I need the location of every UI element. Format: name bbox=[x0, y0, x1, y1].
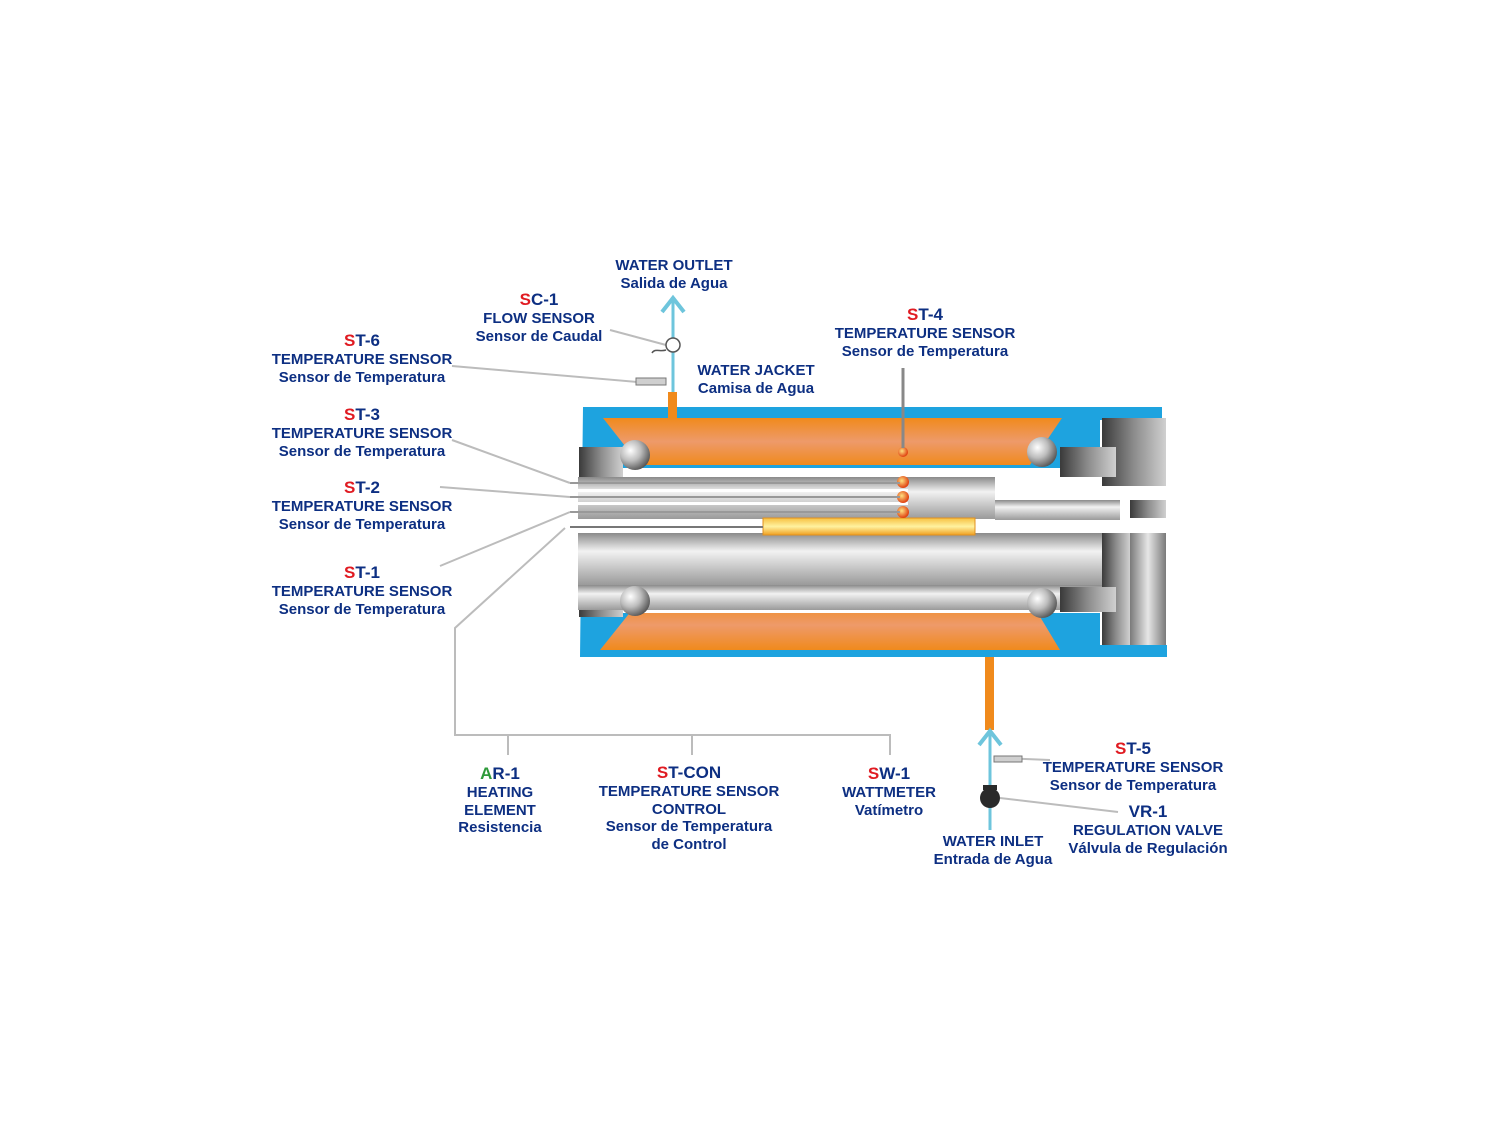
label-water-jacket: WATER JACKET Camisa de Agua bbox=[697, 362, 814, 397]
ar1-title-2: ELEMENT bbox=[464, 801, 536, 819]
right-upper-block bbox=[1060, 447, 1116, 477]
st4-code: ST-4 bbox=[907, 305, 943, 324]
sensor-tube-gap-1 bbox=[578, 489, 908, 492]
label-st5: ST-5 TEMPERATURE SENSOR Sensor de Temper… bbox=[1043, 739, 1224, 794]
label-ar1: AR-1 HEATING ELEMENT Resistencia bbox=[458, 764, 541, 837]
st5-title: TEMPERATURE SENSOR bbox=[1042, 759, 1224, 777]
st5-fitting bbox=[993, 755, 1023, 763]
sensor-tube-gap-2 bbox=[578, 502, 908, 505]
flow-sensor-icon bbox=[665, 337, 681, 353]
bearing-ball-top-right bbox=[1027, 437, 1057, 467]
vr1-sub: Válvula de Regulación bbox=[1068, 839, 1228, 857]
label-water-outlet: WATER OUTLET Salida de Agua bbox=[615, 257, 732, 292]
ar1-sub: Resistencia bbox=[458, 819, 542, 837]
right-cap-bottom bbox=[1130, 533, 1166, 645]
st2-title: TEMPERATURE SENSOR bbox=[271, 498, 453, 516]
st2-sub: Sensor de Temperatura bbox=[278, 515, 446, 533]
regulation-valve-icon bbox=[980, 788, 1000, 808]
sensor-tip-st1 bbox=[897, 506, 909, 518]
stcon-code: ST-CON bbox=[656, 763, 722, 782]
water-outlet-sub: Salida de Agua bbox=[620, 274, 728, 292]
label-sw1: SW-1 WATTMETER Vatímetro bbox=[842, 764, 936, 819]
st6-code: ST-6 bbox=[344, 331, 380, 350]
bearing-ball-top-left bbox=[620, 440, 650, 470]
st6-fitting bbox=[635, 377, 667, 386]
leader-lines bbox=[439, 329, 1119, 813]
st4-sub: Sensor de Temperatura bbox=[841, 342, 1009, 360]
st3-title: TEMPERATURE SENSOR bbox=[271, 425, 453, 443]
st6-title: TEMPERATURE SENSOR bbox=[271, 351, 453, 369]
st1-title: TEMPERATURE SENSOR bbox=[271, 583, 453, 601]
label-st6: ST-6 TEMPERATURE SENSOR Sensor de Temper… bbox=[272, 331, 453, 386]
vr1-code: VR-1 bbox=[1128, 802, 1168, 821]
upper-left-block bbox=[579, 447, 623, 477]
label-st2: ST-2 TEMPERATURE SENSOR Sensor de Temper… bbox=[272, 478, 453, 533]
stcon-title-2: CONTROL bbox=[651, 800, 727, 818]
st4-title: TEMPERATURE SENSOR bbox=[834, 325, 1016, 343]
inlet-pipe bbox=[985, 657, 994, 730]
label-vr1: VR-1 REGULATION VALVE Válvula de Regulac… bbox=[1068, 802, 1227, 857]
st5-code: ST-5 bbox=[1115, 739, 1151, 758]
right-cap-mid bbox=[1130, 500, 1166, 518]
shaft-upper bbox=[995, 500, 1120, 520]
main-shaft bbox=[578, 533, 1121, 585]
water-inlet-title: WATER INLET bbox=[942, 833, 1044, 850]
label-st3: ST-3 TEMPERATURE SENSOR Sensor de Temper… bbox=[272, 405, 453, 460]
regulation-valve-handle bbox=[983, 785, 997, 790]
label-st1: ST-1 TEMPERATURE SENSOR Sensor de Temper… bbox=[272, 563, 453, 618]
vr1-title: REGULATION VALVE bbox=[1073, 822, 1223, 840]
sc1-title: FLOW SENSOR bbox=[483, 310, 595, 328]
upper-water-chamber bbox=[603, 418, 1062, 465]
st2-code: ST-2 bbox=[344, 478, 380, 497]
st3-sub: Sensor de Temperatura bbox=[278, 442, 446, 460]
bearing-ball-bottom-right bbox=[1027, 588, 1057, 618]
sc1-sub: Sensor de Caudal bbox=[475, 327, 603, 345]
st5-sub: Sensor de Temperatura bbox=[1049, 776, 1217, 794]
ar1-title-1: HEATING bbox=[466, 784, 534, 802]
stcon-sub-2: de Control bbox=[651, 836, 727, 854]
ar1-code: AR-1 bbox=[480, 764, 520, 783]
st1-code: ST-1 bbox=[344, 563, 380, 582]
st1-sub: Sensor de Temperatura bbox=[278, 600, 446, 618]
water-inlet-sub: Entrada de Agua bbox=[933, 850, 1053, 868]
water-jacket-sub: Camisa de Agua bbox=[697, 379, 815, 397]
sensor-tip-st4 bbox=[898, 447, 908, 457]
sc1-code: SC-1 bbox=[519, 290, 559, 309]
label-st4: ST-4 TEMPERATURE SENSOR Sensor de Temper… bbox=[835, 305, 1016, 360]
sensor-tip-st3 bbox=[897, 476, 909, 488]
sw1-sub: Vatímetro bbox=[854, 801, 924, 819]
outlet-arrow-icon bbox=[660, 294, 686, 314]
stcon-sub-1: Sensor de Temperatura bbox=[605, 818, 773, 836]
flow-sensor-cable bbox=[651, 349, 667, 354]
stcon-title-1: TEMPERATURE SENSOR bbox=[598, 783, 780, 801]
water-jacket-title: WATER JACKET bbox=[697, 362, 815, 379]
outlet-pipe bbox=[668, 392, 677, 418]
label-stcon: ST-CON TEMPERATURE SENSOR CONTROL Sensor… bbox=[599, 763, 780, 854]
right-lower-block bbox=[1060, 587, 1116, 612]
inlet-arrow-icon bbox=[977, 727, 1003, 747]
label-water-inlet: WATER INLET Entrada de Agua bbox=[934, 833, 1053, 868]
sensor-tip-st2 bbox=[897, 491, 909, 503]
st3-code: ST-3 bbox=[344, 405, 380, 424]
label-sc1: SC-1 FLOW SENSOR Sensor de Caudal bbox=[476, 290, 603, 345]
st6-sub: Sensor de Temperatura bbox=[278, 368, 446, 386]
bearing-ball-bottom-left bbox=[620, 586, 650, 616]
heating-element bbox=[762, 517, 976, 536]
sw1-code: SW-1 bbox=[867, 764, 911, 783]
water-outlet-title: WATER OUTLET bbox=[615, 257, 733, 274]
sw1-title: WATTMETER bbox=[842, 784, 936, 802]
